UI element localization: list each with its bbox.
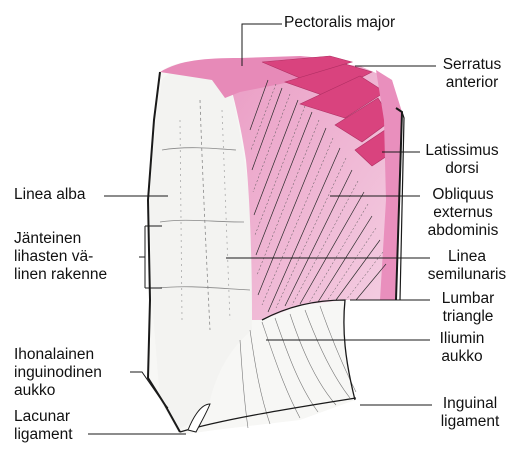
label-iliumin-line1: Iliumin — [432, 330, 492, 348]
label-lumbar-line1: Lumbar — [432, 290, 504, 308]
label-lumbar-triangle: Lumbar triangle — [432, 290, 504, 326]
label-serratus-anterior: Serratus anterior — [437, 56, 507, 92]
label-lumbar-line2: triangle — [432, 308, 504, 326]
label-iliumin-aukko: Iliumin aukko — [432, 330, 492, 366]
label-janteinen-line2: lihasten vä- — [14, 248, 107, 266]
label-pectoralis-major: Pectoralis major — [284, 14, 395, 32]
label-lacunar-ligament: Lacunar ligament — [14, 408, 73, 444]
label-latissimus-line2: dorsi — [418, 160, 506, 178]
label-ihonalainen-line1: Ihonalainen — [14, 346, 102, 364]
label-latissimus-dorsi: Latissimus dorsi — [418, 142, 506, 178]
label-inguinal-line2: ligament — [434, 413, 506, 431]
label-serratus-line2: anterior — [437, 74, 507, 92]
label-lacunar-line2: ligament — [14, 426, 73, 444]
label-janteinen: Jänteinen lihasten vä- linen rakenne — [14, 230, 107, 284]
label-ihonalainen-line2: inguinodinen — [14, 364, 102, 382]
label-linea-semilunaris: Linea semilunaris — [424, 248, 510, 284]
label-iliumin-line2: aukko — [432, 348, 492, 366]
label-obliquus-line2: externus — [420, 204, 506, 222]
label-semilunaris-line2: semilunaris — [424, 266, 510, 284]
label-semilunaris-line1: Linea — [424, 248, 510, 266]
label-ihonalainen: Ihonalainen inguinodinen aukko — [14, 346, 102, 400]
label-serratus-line1: Serratus — [437, 56, 507, 74]
label-linea-alba: Linea alba — [14, 186, 86, 204]
label-janteinen-line3: linen rakenne — [14, 266, 107, 284]
label-ihonalainen-line3: aukko — [14, 382, 102, 400]
label-janteinen-line1: Jänteinen — [14, 230, 107, 248]
label-obliquus-externus: Obliquus externus abdominis — [420, 186, 506, 240]
label-obliquus-line1: Obliquus — [420, 186, 506, 204]
label-lacunar-line1: Lacunar — [14, 408, 73, 426]
label-latissimus-line1: Latissimus — [418, 142, 506, 160]
label-inguinal-ligament: Inguinal ligament — [434, 395, 506, 431]
label-inguinal-line1: Inguinal — [434, 395, 506, 413]
label-obliquus-line3: abdominis — [420, 222, 506, 240]
